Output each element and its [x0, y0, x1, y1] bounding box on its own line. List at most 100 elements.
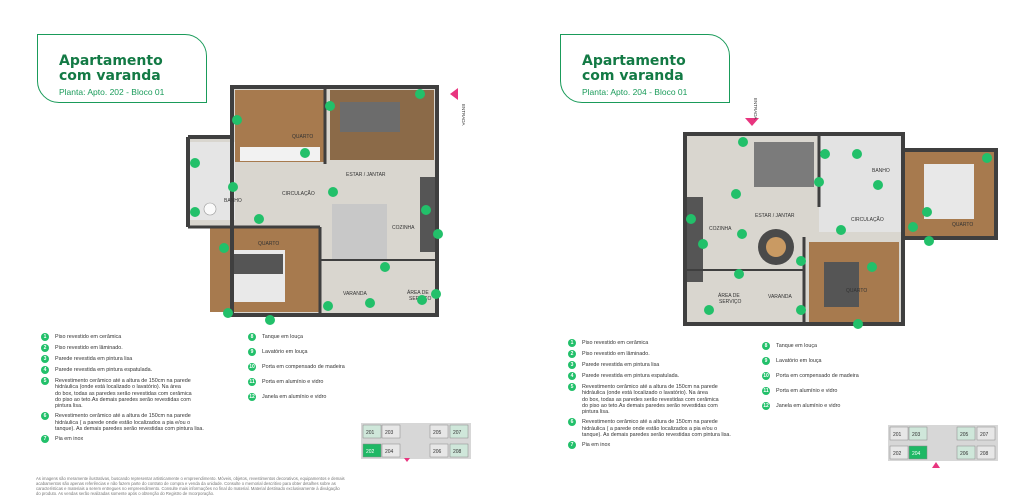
- left-marker-7: [421, 205, 431, 215]
- right-entrance-arrow-icon: [745, 118, 759, 126]
- legend-text: Porta em compensado de madeira: [776, 373, 859, 379]
- right-room-circulacao: CIRCULAÇÃO: [851, 216, 884, 223]
- right-marker-3: [982, 153, 992, 163]
- right-bed-bottom: [824, 262, 859, 307]
- legend-text: Revestimento cerâmico até a altura de 15…: [55, 378, 192, 410]
- right-unit-cell: [976, 445, 996, 460]
- left-blanket: [232, 254, 283, 274]
- left-marker-4: [323, 301, 333, 311]
- left-unit-label: 201: [366, 430, 375, 436]
- left-marker-10: [415, 89, 425, 99]
- left-marker-5: [190, 158, 200, 168]
- right-marker-12: [908, 222, 918, 232]
- right-unit-label: 206: [960, 451, 969, 457]
- right-entrance-label: ENTRADA: [753, 98, 758, 120]
- legend-text: Parede revestida em pintura lisa: [55, 356, 133, 362]
- left-unit-cell: [429, 443, 449, 458]
- left-room-quarto-bottom: QUARTO: [258, 241, 279, 247]
- right-marker-12: [853, 319, 863, 329]
- left-unit-pointer-icon: [404, 458, 410, 462]
- right-room-quarto-bottom: QUARTO: [846, 288, 867, 294]
- legend-num-badge: 7: [41, 435, 49, 444]
- legend-text: Porta em compensado de madeira: [262, 364, 345, 370]
- left-title-box: Apartamento com varanda Planta: Apto. 20…: [37, 34, 207, 103]
- right-unit-cell: [956, 445, 976, 460]
- legend-num-badge: 9: [762, 357, 770, 365]
- left-marker-1: [228, 182, 238, 192]
- right-unit-cell: [908, 426, 928, 441]
- legend-text: Revestimento cerâmico até a altura de 15…: [582, 419, 731, 439]
- disclaimer-text: As imagens são meramente ilustrativas, b…: [36, 476, 345, 496]
- legend-text: Piso revestido em lâminado.: [55, 345, 123, 351]
- legend-text: Porta em alumínio e vidro: [776, 388, 838, 394]
- left-unit-cell-highlight: [362, 443, 382, 458]
- left-unit-label: 206: [433, 449, 442, 455]
- right-marker-11: [734, 269, 744, 279]
- legend-text: Tanque em louça: [776, 343, 818, 349]
- legend-text: Porta em alumínio e vidro: [262, 379, 324, 385]
- right-unit-cell: [889, 426, 909, 441]
- right-unit-cell: [889, 445, 909, 460]
- left-room-banho: BANHO: [224, 198, 242, 204]
- left-entrance-arrow-icon: [450, 88, 458, 100]
- legend-num-badge: 1: [41, 333, 49, 341]
- right-unit-label: 202: [893, 451, 902, 457]
- left-marker-1: [365, 298, 375, 308]
- right-unit-label: 204: [912, 451, 921, 457]
- legend-text: Lavatório em louça: [262, 349, 308, 355]
- legend-text: Janela em alumínio e vidro: [262, 394, 327, 400]
- right-marker-10: [738, 137, 748, 147]
- legend-item: 9 Lavatório em louça: [762, 357, 902, 365]
- legend-num-badge: 6: [41, 412, 49, 421]
- left-sofa: [340, 102, 400, 132]
- legend-num-badge: 10: [248, 363, 256, 371]
- left-floorplan-panel: Apartamento com varanda Planta: Apto. 20…: [36, 34, 471, 496]
- legend-item: 10 Porta em compensado de madeira: [248, 363, 388, 371]
- left-marker-12: [265, 315, 275, 325]
- legend-num-badge: 8: [248, 333, 256, 341]
- legend-num-badge: 5: [41, 377, 49, 385]
- right-room-varanda: VARANDA: [768, 294, 792, 300]
- legend-text: Lavatório em louça: [776, 358, 822, 364]
- right-unit-label: 203: [912, 432, 921, 438]
- left-unit-label: 203: [385, 430, 394, 436]
- legend-text: Parede revestida em pintura espatulada.: [55, 367, 153, 373]
- right-subtitle: Planta: Apto. 204 - Bloco 01: [582, 87, 688, 97]
- left-unit-cell: [362, 424, 382, 439]
- legend-num-badge: 10: [762, 372, 770, 380]
- right-room-estar: ESTAR / JANTAR: [755, 213, 795, 219]
- legend-text: Parede revestida em pintura espatulada.: [582, 373, 680, 379]
- right-unit-label: 207: [980, 432, 989, 438]
- left-room-circulacao: CIRCULAÇÃO: [282, 190, 315, 197]
- left-unit-cell: [449, 424, 469, 439]
- left-unit-cell: [449, 443, 469, 458]
- right-title-box: Apartamento com varanda Planta: Apto. 20…: [560, 34, 730, 103]
- legend-num-badge: 12: [762, 402, 770, 410]
- left-marker-2: [219, 243, 229, 253]
- left-unit-label: 205: [433, 430, 442, 436]
- left-marker-11: [380, 262, 390, 272]
- legend-num-badge: 3: [568, 361, 576, 369]
- left-toilet: [203, 202, 217, 216]
- legend-text: Janela em alumínio e vidro: [776, 403, 841, 409]
- right-title-line2: com varanda: [582, 68, 684, 84]
- legend-text: Piso revestido em cerâmica: [55, 334, 122, 340]
- legend-num-badge: 5: [568, 383, 576, 391]
- right-floorplan: BANHO QUARTO ESTAR / JANTAR COZINHA CIRC…: [683, 132, 998, 329]
- right-marker-9: [873, 180, 883, 190]
- right-room-quarto-right: QUARTO: [952, 222, 973, 228]
- right-room-banho: BANHO: [872, 168, 890, 174]
